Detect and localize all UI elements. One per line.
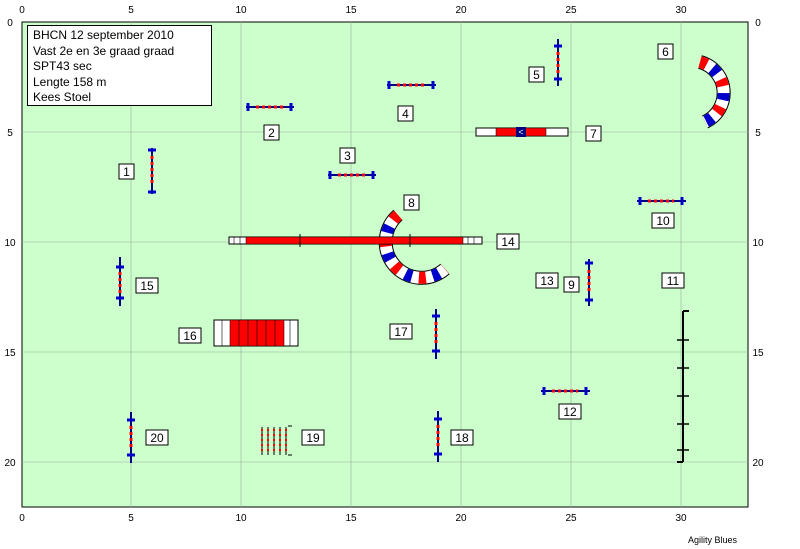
hurdle-4 bbox=[387, 81, 436, 89]
hurdle-10 bbox=[637, 197, 686, 205]
svg-text:19: 19 bbox=[306, 431, 320, 445]
svg-text:13: 13 bbox=[540, 274, 554, 288]
hurdle-12 bbox=[541, 387, 590, 395]
x-tick-label: 5 bbox=[128, 5, 134, 16]
svg-text:7: 7 bbox=[590, 127, 597, 141]
x-tick-label: 0 bbox=[19, 513, 25, 524]
svg-text:20: 20 bbox=[150, 431, 164, 445]
obstacle-label-9: 9 bbox=[563, 276, 580, 293]
x-tick-label: 15 bbox=[345, 513, 357, 524]
obstacle-label-10: 10 bbox=[651, 212, 675, 229]
y-tick-label: 15 bbox=[752, 348, 764, 359]
svg-text:18: 18 bbox=[455, 431, 469, 445]
svg-text:<: < bbox=[518, 127, 523, 137]
obstacle-label-3: 3 bbox=[339, 147, 356, 164]
y-tick-label: 0 bbox=[7, 18, 13, 29]
obstacle-label-6: 6 bbox=[657, 43, 674, 60]
svg-text:9: 9 bbox=[568, 278, 575, 292]
x-tick-label: 10 bbox=[235, 513, 247, 524]
obstacle-7: < bbox=[475, 127, 569, 137]
svg-text:4: 4 bbox=[402, 107, 409, 121]
x-tick-label: 20 bbox=[455, 5, 467, 16]
y-tick-label: 0 bbox=[755, 18, 761, 29]
y-tick-label: 15 bbox=[4, 348, 16, 359]
svg-text:15: 15 bbox=[140, 279, 154, 293]
y-tick-label: 20 bbox=[4, 458, 16, 469]
svg-text:3: 3 bbox=[344, 149, 351, 163]
svg-text:8: 8 bbox=[408, 196, 415, 210]
svg-text:14: 14 bbox=[501, 235, 515, 249]
obstacle-label-20: 20 bbox=[145, 429, 169, 446]
hurdle-3 bbox=[328, 171, 376, 179]
y-tick-label: 5 bbox=[755, 128, 761, 139]
obstacle-label-1: 1 bbox=[118, 163, 135, 180]
obstacle-label-7: 7 bbox=[585, 125, 602, 142]
hurdle-17 bbox=[432, 309, 440, 359]
obstacle-label-13: 13 bbox=[535, 272, 559, 289]
obstacle-label-14: 14 bbox=[496, 233, 520, 250]
x-tick-label: 30 bbox=[675, 513, 687, 524]
x-tick-label: 5 bbox=[128, 513, 134, 524]
obstacle-label-2: 2 bbox=[263, 124, 280, 141]
course-length: Lengte 158 m bbox=[33, 74, 107, 89]
svg-text:10: 10 bbox=[656, 214, 670, 228]
hurdle-2 bbox=[246, 103, 294, 111]
svg-text:11: 11 bbox=[667, 274, 680, 288]
hurdle-15 bbox=[116, 257, 124, 306]
x-tick-label: 0 bbox=[19, 5, 25, 16]
tunnel-6 bbox=[697, 55, 731, 129]
event-title: BHCN 12 september 2010 bbox=[33, 28, 174, 42]
obstacle-label-18: 18 bbox=[450, 429, 474, 446]
x-tick-label: 30 bbox=[675, 5, 687, 16]
obstacle-label-19: 19 bbox=[301, 429, 325, 446]
course-info-box: BHCN 12 september 2010 Vast 2e en 3e gra… bbox=[27, 25, 212, 106]
obstacle-label-12: 12 bbox=[558, 403, 582, 420]
y-tick-label: 10 bbox=[752, 238, 764, 249]
hurdle-18 bbox=[434, 411, 442, 462]
y-tick-label: 10 bbox=[4, 238, 16, 249]
svg-text:5: 5 bbox=[533, 68, 540, 82]
x-tick-label: 15 bbox=[345, 5, 357, 16]
hurdle-20 bbox=[127, 412, 135, 463]
obstacle-11 bbox=[677, 310, 689, 463]
x-tick-label: 20 bbox=[455, 513, 467, 524]
hurdle-1 bbox=[148, 148, 156, 194]
svg-text:1: 1 bbox=[123, 165, 130, 179]
obstacle-label-11: 11 bbox=[661, 272, 685, 289]
hurdle-9 bbox=[585, 259, 593, 306]
obstacle-label-8: 8 bbox=[403, 194, 420, 211]
judge-name: Kees Stoel bbox=[33, 90, 92, 104]
obstacle-label-17: 17 bbox=[389, 323, 413, 340]
y-tick-label: 5 bbox=[7, 128, 13, 139]
obstacle-label-16: 16 bbox=[178, 327, 202, 344]
obstacle-19 bbox=[261, 425, 292, 456]
svg-text:16: 16 bbox=[183, 329, 197, 343]
svg-text:6: 6 bbox=[662, 45, 669, 59]
svg-text:12: 12 bbox=[563, 405, 577, 419]
dogwalk-14 bbox=[228, 234, 483, 247]
x-tick-label: 25 bbox=[565, 5, 577, 16]
class-name: Vast 2e en 3e graad graad bbox=[33, 43, 175, 58]
x-tick-label: 25 bbox=[565, 513, 577, 524]
y-tick-label: 20 bbox=[752, 458, 764, 469]
svg-text:2: 2 bbox=[268, 126, 275, 140]
x-tick-label: 10 bbox=[235, 5, 247, 16]
credit-label: Agility Blues bbox=[688, 535, 738, 545]
obstacle-label-4: 4 bbox=[397, 105, 414, 122]
standard-time: SPT43 sec bbox=[33, 59, 92, 73]
tunnel-8 bbox=[378, 209, 450, 285]
obstacle-label-5: 5 bbox=[528, 66, 545, 83]
svg-text:17: 17 bbox=[394, 325, 408, 339]
hurdle-5 bbox=[554, 39, 562, 86]
obstacle-label-15: 15 bbox=[135, 277, 159, 294]
tunnel-16 bbox=[213, 319, 299, 347]
